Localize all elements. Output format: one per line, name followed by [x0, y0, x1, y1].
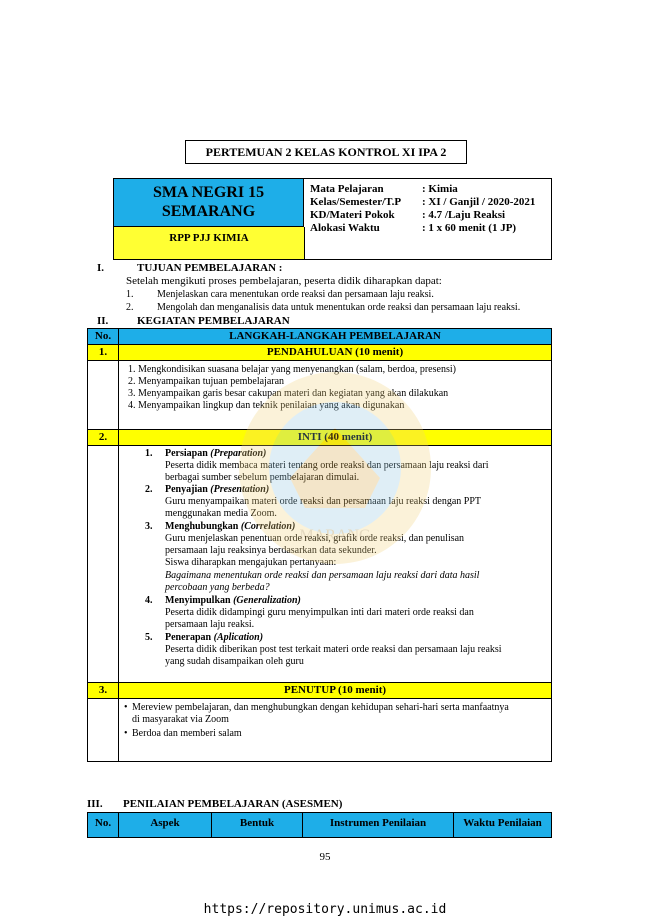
inti-number: 2.: [88, 430, 119, 445]
step-name: Penerapan: [165, 632, 212, 643]
penutup-body: • Mereview pembelajaran, dan menghubungk…: [88, 699, 551, 761]
assessment-col-bentuk: Bentuk: [212, 813, 303, 837]
step-line: persamaan laju reaksi.: [165, 619, 255, 630]
bullet-icon: •: [124, 702, 128, 713]
pendahuluan-row: 1. PENDAHULUAN (10 menit): [88, 345, 551, 361]
section2-title: KEGIATAN PEMBELAJARAN: [137, 315, 290, 327]
section1-title: TUJUAN PEMBELAJARAN :: [137, 262, 283, 274]
step-line: Guru menyampaikan materi orde reaksi dan…: [165, 496, 482, 507]
rpp-label: RPP PJJ KIMIA: [114, 227, 305, 259]
gutter: [88, 361, 119, 429]
meta-value: : XI / Ganjil / 2020-2021: [422, 196, 536, 208]
meta-key: Alokasi Waktu: [310, 222, 380, 234]
step-line: berbagai sumber sebelum pembelajaran dim…: [165, 472, 359, 483]
header-title: LANGKAH-LANGKAH PEMBELAJARAN: [229, 330, 441, 342]
page-title: PERTEMUAN 2 KELAS KONTROL XI IPA 2: [185, 140, 467, 164]
assessment-col-no: No.: [88, 813, 119, 837]
step-number: 1.: [145, 448, 153, 459]
meta-value: : 4.7 /Laju Reaksi: [422, 209, 506, 221]
list-item: Berdoa dan memberi salam: [132, 728, 242, 739]
school-name-cell: SMA NEGRI 15 SEMARANG: [114, 179, 304, 227]
meta-key: Kelas/Semester/T.P: [310, 196, 402, 208]
meta-info: Mata Pelajaran : Kimia Kelas/Semester/T.P…: [310, 183, 550, 235]
school-name-line2: SEMARANG: [161, 203, 256, 220]
step-number: 3.: [145, 521, 153, 532]
table-header-row: No. LANGKAH-LANGKAH PEMBELAJARAN: [88, 329, 551, 345]
step-en: (Aplication): [213, 632, 264, 643]
assessment-col-waktu: Waktu Penilaian: [463, 817, 542, 829]
gutter: [88, 699, 119, 761]
header-no: No.: [88, 329, 119, 344]
gutter: [88, 446, 119, 682]
step-number: 2.: [145, 484, 153, 495]
section3-number: III.: [87, 798, 103, 810]
step-en: (Presentation): [210, 484, 270, 495]
step-name: Persiapan: [165, 448, 208, 459]
penutup-row: 3. PENUTUP (10 menit): [88, 683, 551, 699]
step-line: Peserta didik didampingi guru menyimpulk…: [165, 607, 474, 618]
list-item: 2. Menyampaikan tujuan pembelajaran: [128, 376, 285, 387]
inti-body: 1. Persiapan (Preparation) Peserta didik…: [88, 446, 551, 683]
list-item: 1. Mengkondisikan suasana belajar yang m…: [128, 364, 456, 375]
list-item: di masyarakat via Zoom: [132, 714, 229, 725]
meta-row: Kelas/Semester/T.P : XI / Ganjil / 2020-2…: [310, 196, 550, 209]
meta-row: KD/Materi Pokok : 4.7 /Laju Reaksi: [310, 209, 550, 222]
step-line: menggunakan media Zoom.: [165, 508, 277, 519]
meta-row: Mata Pelajaran : Kimia: [310, 183, 550, 196]
bullet-icon: •: [124, 728, 128, 739]
step-en: (Correlation): [241, 521, 295, 532]
university-seal-watermark: MARANG: [239, 372, 431, 564]
step-name: Menyimpulkan: [165, 595, 231, 606]
list-item: 3. Menyampaikan garis besar cakupan mate…: [128, 388, 449, 399]
objective-text: Menjelaskan cara menentukan orde reaksi …: [157, 289, 434, 300]
step-name: Penyajian: [165, 484, 208, 495]
list-item: Mereview pembelajaran, dan menghubungkan…: [132, 702, 509, 713]
meta-key: Mata Pelajaran: [310, 183, 384, 195]
school-name-line1: SMA NEGRI 15: [152, 184, 265, 201]
step-line: yang sudah disampaikan oleh guru: [165, 656, 304, 667]
question-line: Bagaimana menentukan orde reaksi dan per…: [165, 570, 480, 581]
meta-value: : 1 x 60 menit (1 JP): [422, 222, 517, 234]
page-number: 95: [319, 851, 331, 863]
assessment-table-header: No. Aspek Bentuk Instrumen Penilaian Wak…: [87, 812, 552, 838]
penutup-title: PENUTUP (10 menit): [283, 684, 387, 696]
step-line: persamaan laju reaksinya berdasarkan dat…: [165, 545, 377, 556]
meta-row: Alokasi Waktu : 1 x 60 menit (1 JP): [310, 222, 550, 235]
identity-table: SMA NEGRI 15 SEMARANG RPP PJJ KIMIA Mata…: [113, 178, 552, 260]
step-name: Menghubungkan: [165, 521, 239, 532]
step-en: (Preparation): [210, 448, 267, 459]
learning-steps-table: No. LANGKAH-LANGKAH PEMBELAJARAN 1. PEND…: [87, 328, 552, 762]
objective-text: Mengolah dan menganalisis data untuk men…: [157, 302, 521, 313]
step-line: Guru menjelaskan penentuan orde reaksi, …: [165, 533, 465, 544]
footer-url[interactable]: https://repository.unimus.ac.id: [203, 902, 447, 917]
assessment-col-aspek: Aspek: [119, 813, 212, 837]
assessment-col-instrumen: Instrumen Penilaian: [303, 813, 454, 837]
pendahuluan-number: 1.: [88, 345, 119, 360]
meta-key: KD/Materi Pokok: [310, 209, 395, 221]
section3-title: PENILAIAN PEMBELAJARAN (ASESMEN): [123, 798, 343, 810]
step-number: 4.: [145, 595, 153, 606]
step-line: Peserta didik membaca materi tentang ord…: [165, 460, 489, 471]
step-line: Peserta didik diberikan post test terkai…: [165, 644, 502, 655]
step-number: 5.: [145, 632, 153, 643]
section1-intro: Setelah mengikuti proses pembelajaran, p…: [126, 275, 442, 287]
inti-row: 2. INTI (40 menit): [88, 430, 551, 446]
section2-number: II.: [97, 315, 109, 327]
pendahuluan-title: PENDAHULUAN (10 menit): [266, 346, 404, 358]
step-en: (Generalization): [233, 595, 301, 606]
meta-value: : Kimia: [422, 183, 458, 195]
pendahuluan-body: 1. Mengkondisikan suasana belajar yang m…: [88, 361, 551, 430]
objective-number: 1.: [126, 289, 134, 300]
penutup-number: 3.: [88, 683, 119, 698]
list-item: 4. Menyampaikan lingkup dan teknik penil…: [128, 400, 404, 411]
section1-number: I.: [97, 262, 105, 274]
question-line: percobaan yang berbeda?: [165, 582, 270, 593]
step-line: Siswa diharapkan mengajukan pertanyaan:: [165, 557, 337, 568]
watermark-text: MARANG: [299, 527, 371, 544]
inti-title: INTI (40 menit): [119, 430, 551, 445]
objective-number: 2.: [126, 302, 134, 313]
